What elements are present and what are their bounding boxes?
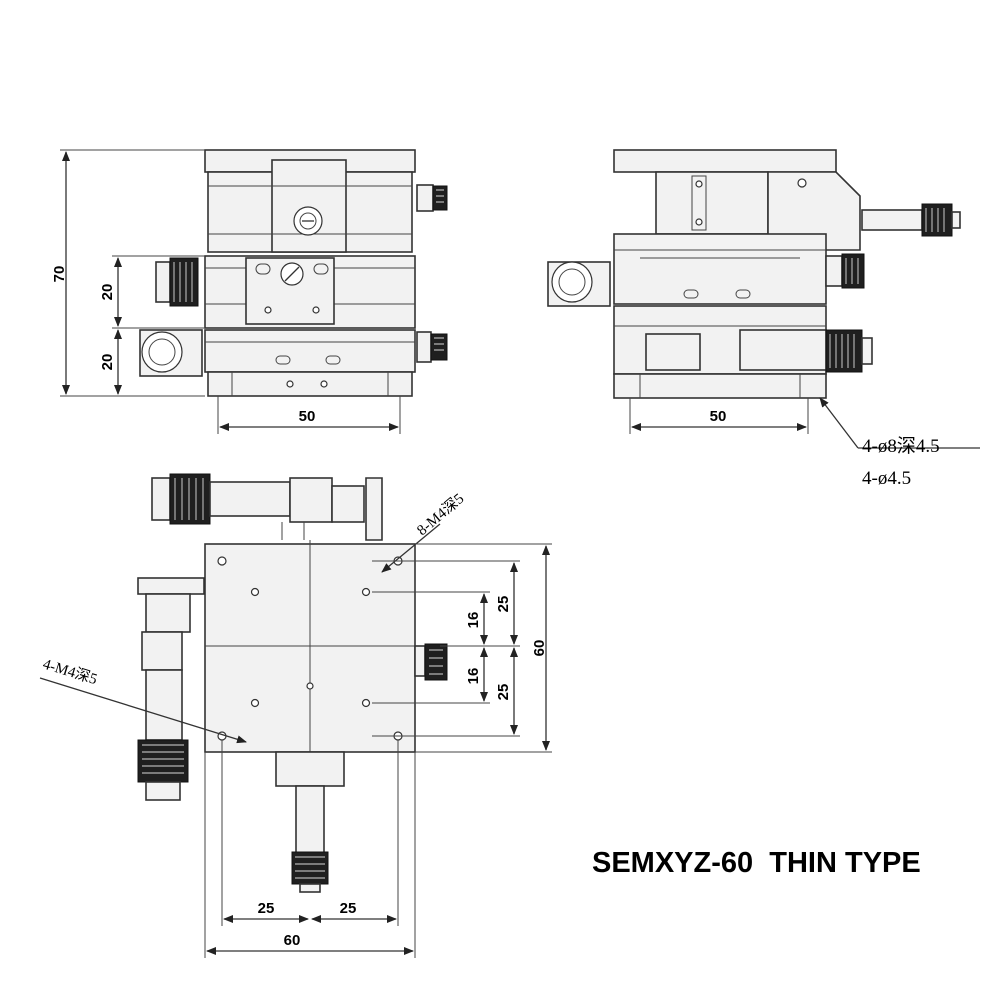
dim-25-top-label: 25 (495, 596, 512, 613)
thread-leader-4 (39, 677, 247, 744)
corner-hole-icon (217, 556, 227, 566)
screw-hole-icon (264, 306, 272, 314)
knurl-icon (430, 333, 448, 361)
micrometer-thimble-icon (137, 739, 189, 783)
dim-70-label: 70 (51, 266, 68, 283)
dim-50-side-label: 50 (710, 408, 727, 425)
round-knob-icon (141, 331, 183, 373)
micrometer-thimble-icon (921, 203, 953, 237)
hole-leader-line (819, 397, 859, 449)
screw-hole-icon (320, 380, 328, 388)
mount-hole-icon (250, 587, 260, 597)
dim-50-front-label: 50 (299, 408, 316, 425)
center-hole-icon (306, 682, 314, 690)
front-lower-stage (204, 329, 416, 373)
side-base (613, 373, 827, 399)
dim-16-top-label: 16 (465, 612, 482, 629)
bottom-micrometer-mount (275, 751, 345, 787)
knurl-icon (432, 185, 448, 211)
side-lower-slider (645, 333, 701, 371)
side-middle-stage (613, 233, 827, 305)
model-title: SEMXYZ-60 THIN TYPE (592, 847, 921, 879)
thread-leader-8 (381, 523, 441, 573)
micrometer-mount (289, 477, 333, 523)
micrometer-thimble-icon (169, 473, 211, 525)
dim-20-upper-label: 20 (99, 284, 116, 301)
front-base (207, 371, 413, 397)
side-view: 50 4-ø8深4.5 4-ø4.5 (547, 149, 980, 489)
dim-25-bottom-label: 25 (495, 684, 512, 701)
mount-hole-icon (361, 698, 371, 708)
bottom-micrometer-barrel (295, 785, 325, 857)
dim-60-height-label: 60 (531, 640, 548, 657)
dim-16-bottom-label: 16 (465, 668, 482, 685)
side-micrometer-barrel (861, 209, 923, 231)
side-upper-block (655, 171, 769, 235)
front-side-knob-bottom (416, 331, 432, 363)
dim-25-left-label: 25 (258, 900, 275, 917)
side-bracket (137, 577, 205, 595)
thread-note-8-m4: 8-M4深5 (414, 490, 468, 539)
top-view: 8-M4深5 4-M4深5 60 25 25 16 16 25 25 60 (39, 473, 552, 958)
knurl-icon (424, 643, 448, 681)
hole-note-counterbore: 4-ø8深4.5 (862, 435, 940, 457)
screw-hole-icon (312, 306, 320, 314)
front-side-knob-top (416, 184, 434, 212)
micrometer-cap (155, 261, 171, 303)
side-top-plate (613, 149, 837, 173)
front-view: 70 20 20 50 (51, 149, 448, 434)
mount-hole-icon (250, 698, 260, 708)
micrometer-thimble-icon (825, 329, 863, 373)
round-knob-icon (551, 261, 593, 303)
hole-note-through: 4-ø4.5 (862, 468, 911, 489)
thread-note-4-m4: 4-M4深5 (41, 656, 99, 689)
dim-25-right-label: 25 (340, 900, 357, 917)
dim-60-width-label: 60 (284, 932, 301, 949)
micrometer-cap (151, 477, 171, 521)
front-center-carriage (271, 159, 347, 253)
dim-20-lower-label: 20 (99, 354, 116, 371)
micrometer-barrel-vertical (145, 669, 183, 741)
micrometer-barrel (209, 481, 291, 517)
mount-hole-icon (361, 587, 371, 597)
screw-hole-icon (286, 380, 294, 388)
side-lower-micrometer (739, 329, 827, 371)
